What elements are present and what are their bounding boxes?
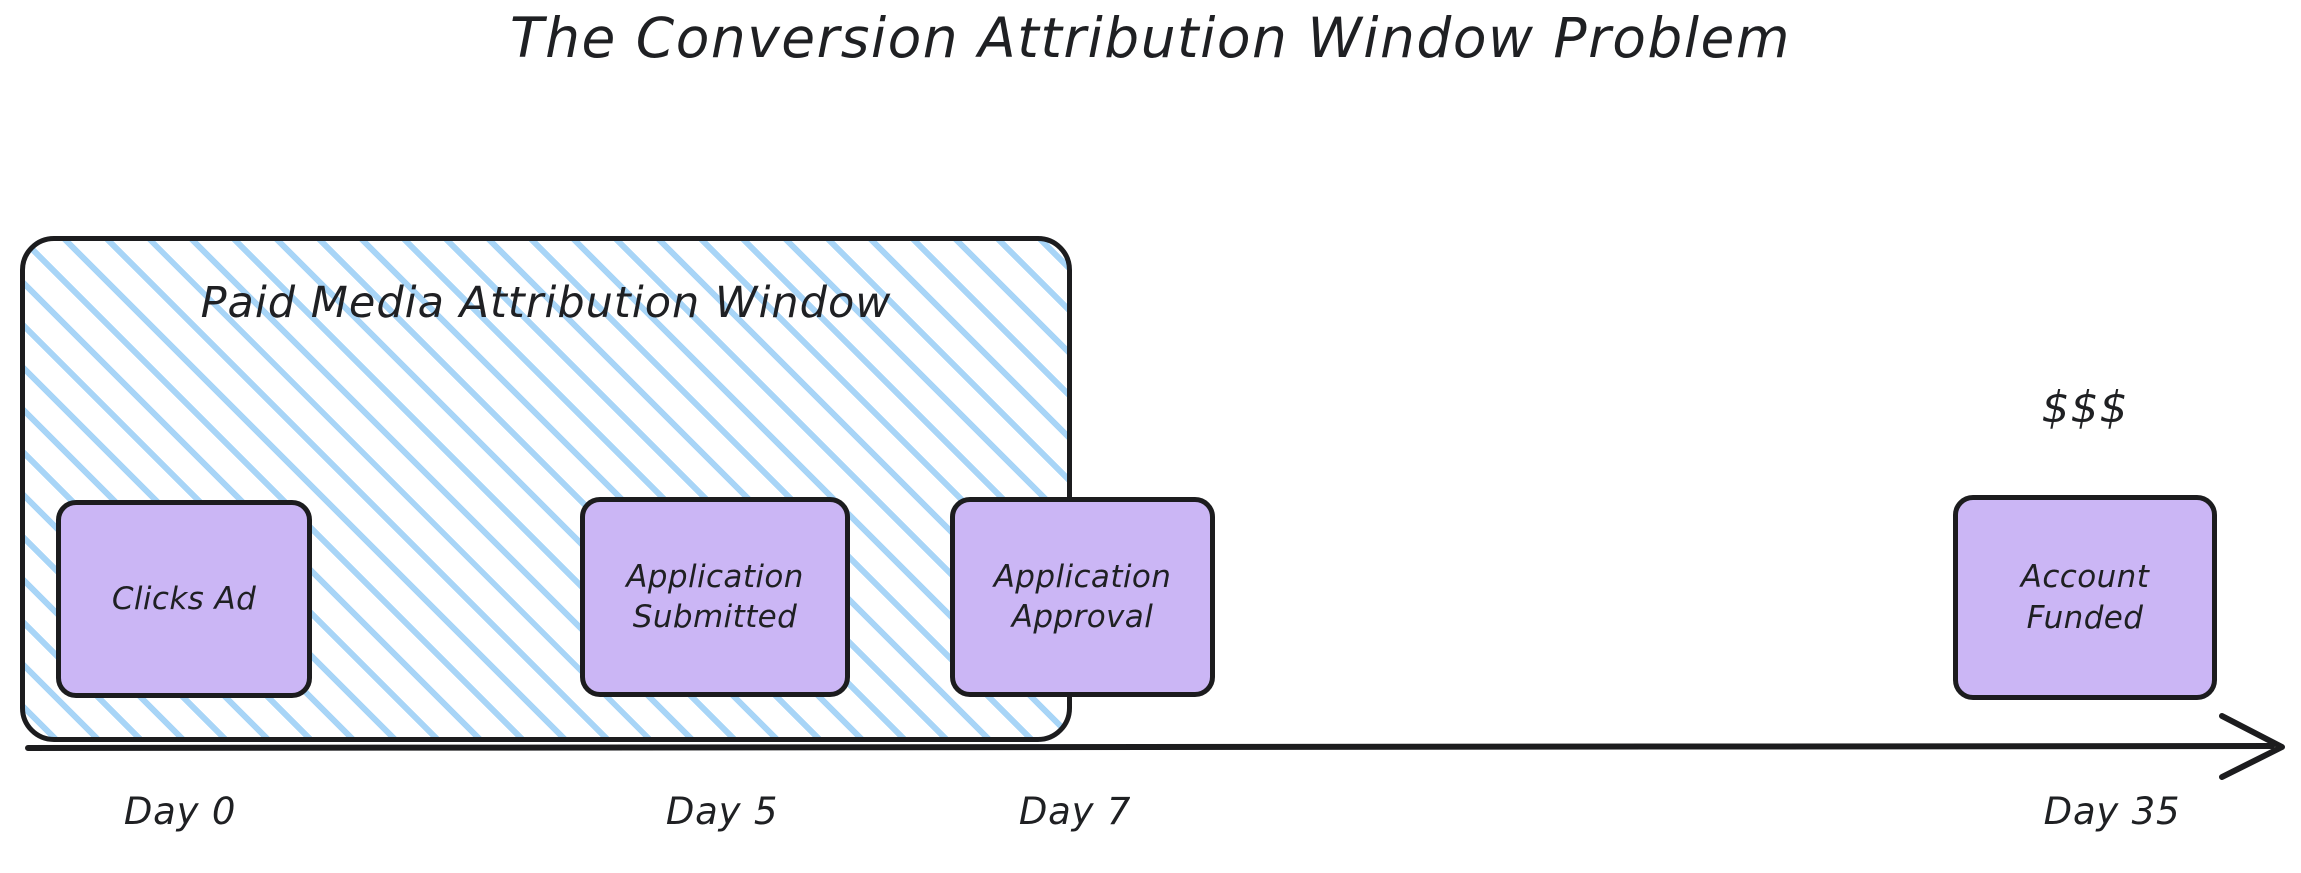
node-line-1: Account xyxy=(2020,559,2150,596)
day-label-day-0: Day 0 xyxy=(123,790,237,833)
node-line-2: Approval xyxy=(1011,599,1154,635)
node-line-1: Application xyxy=(993,558,1172,595)
attribution-window-region xyxy=(20,236,1072,742)
day-label-day-7: Day 7 xyxy=(1018,790,1132,833)
node-application-submitted-label: Application Submitted xyxy=(626,557,804,638)
node-line-1: Application xyxy=(626,558,804,595)
node-clicks-ad-label: Clicks Ad xyxy=(111,580,257,617)
day-label-day-5: Day 5 xyxy=(665,790,779,833)
node-line-2: Submitted xyxy=(632,599,798,635)
node-application-approval[interactable]: Application Approval xyxy=(950,497,1215,697)
page-title: The Conversion Attribution Window Proble… xyxy=(510,6,1791,70)
node-account-funded[interactable]: Account Funded xyxy=(1953,495,2217,700)
node-application-approval-label: Application Approval xyxy=(994,557,1172,638)
money-annotation: $$$ xyxy=(2041,382,2129,433)
attribution-window-label: Paid Media Attribution Window xyxy=(200,278,892,328)
node-account-funded-label: Account Funded xyxy=(2021,557,2150,638)
node-clicks-ad[interactable]: Clicks Ad xyxy=(56,500,312,698)
node-application-submitted[interactable]: Application Submitted xyxy=(580,497,850,697)
day-label-day-35: Day 35 xyxy=(2043,790,2181,833)
timeline-arrowhead xyxy=(2219,713,2285,780)
timeline-axis xyxy=(25,713,2285,780)
node-line-2: Funded xyxy=(2026,599,2144,636)
